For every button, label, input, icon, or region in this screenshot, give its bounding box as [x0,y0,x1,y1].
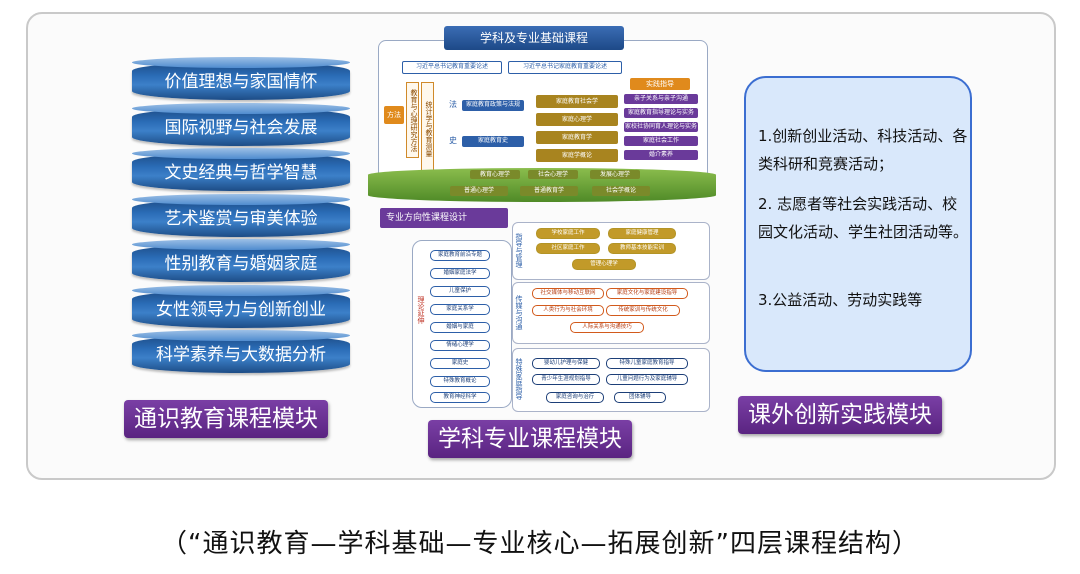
general-education-stack: 价值理想与家国情怀 国际视野与社会发展 文史经典与哲学智慧 艺术鉴赏与审美体验 … [132,57,350,381]
management-item: 学校家庭工作 [536,228,600,239]
core-course: 家庭教育学 [536,131,618,144]
band-upper-course: 教育心理学 [470,170,520,179]
stats-sub: 统计学与教育测量 [421,82,434,176]
media-item: 社交媒体与移动互联网 [532,288,604,299]
special-item: 团体辅导 [614,392,666,403]
theory-item: 婚姻与家庭 [430,322,490,333]
practice-item: 家庭社会工作 [624,136,698,146]
practice-panel: 1.创新创业活动、科技活动、各类科研和竞赛活动； 2. 志愿者等社会实践活动、校… [744,76,972,372]
general-course-item: 科学素养与大数据分析 [132,330,350,373]
band-lower-course: 社会学概论 [592,186,650,196]
media-item: 传统家训与传统文化 [606,305,680,316]
management-item: 家庭健康管理 [608,228,676,239]
band-upper-course: 发展心理学 [590,170,640,179]
theory-item: 情绪心理学 [430,340,490,351]
theory-item: 家庭关系学 [430,304,490,315]
management-item: 教师基本技能实训 [608,243,676,254]
practice-activity: 3.公益活动、劳动实践等 [758,291,923,309]
practice-activity: 1.创新创业活动、科技活动、各类科研和竞赛活动； [758,127,968,173]
practice-title: 实践指导 [630,78,690,90]
law-box: 家庭教育政策与法规 [462,100,524,111]
top-tag: 习近平总书记家庭教育重要论述 [508,61,622,74]
media-item: 人类行为与社会环境 [532,305,604,316]
management-item: 管理心理学 [572,259,636,270]
practice-item: 家庭教育指导理论与实务 [624,108,698,118]
special-item: 婴幼儿护理与保健 [532,358,600,369]
theory-label: 理论延伸 [417,296,425,324]
general-course-item: 艺术鉴赏与审美体验 [132,193,350,237]
theory-item: 儿童保护 [430,286,490,297]
general-course-item: 文史经典与哲学智慧 [132,148,350,191]
theory-item: 特殊教育概论 [430,376,490,387]
theory-item: 家庭史 [430,358,490,369]
history-box: 家庭教育史 [462,136,524,147]
core-course: 家庭心理学 [536,113,618,126]
practice-item: 家校社协同育人理论与实务 [624,122,698,132]
core-course: 家庭学概论 [536,149,618,162]
theory-item: 家庭教育前沿专题 [430,250,490,261]
media-item: 人际关系与沟通技巧 [570,322,644,333]
practice-item: 亲子关系与亲子沟通 [624,94,698,104]
media-label: 传媒与沟通 [515,294,523,330]
general-course-item: 性别教育与婚姻家庭 [132,239,350,282]
practice-item: 婚介素养 [624,150,698,160]
foundation-title: 学科及专业基础课程 [444,26,624,50]
special-item: 家庭咨询与治疗 [546,392,604,403]
management-label: 指导与管理 [515,232,523,268]
figure-caption: （“通识教育—学科基础—专业核心—拓展创新”四层课程结构） [161,529,919,559]
special-item: 儿童问题行为及家庭辅导 [606,374,688,385]
theory-item: 婚姻家庭法学 [430,268,490,279]
special-item: 特殊儿童家庭教育指导 [606,358,688,369]
band-upper-course: 社会心理学 [528,170,578,179]
direction-title: 专业方向性课程设计 [380,208,508,228]
method-sub: 教育与心理研究方法 [406,82,419,158]
top-tag: 习近平总书记教育重要论述 [402,61,502,74]
history-label: 史 [449,136,457,145]
management-item: 社区家庭工作 [536,243,600,254]
special-label: 特殊家庭指导 [515,358,523,400]
band-lower-course: 普通心理学 [450,186,508,196]
core-course: 家庭教育社会学 [536,95,618,108]
practice-module-label: 课外创新实践模块 [738,396,942,434]
special-item: 青少年生涯规划指导 [532,374,600,385]
general-module-label: 通识教育课程模块 [124,400,328,438]
general-course-item: 国际视野与社会发展 [132,102,350,146]
discipline-module-label: 学科专业课程模块 [428,420,632,458]
general-course-item: 价值理想与家国情怀 [132,57,350,100]
general-course-item: 女性领导力与创新创业 [132,284,350,328]
band-lower-course: 普通教育学 [520,186,578,196]
theory-item: 教育神经科学 [430,392,490,403]
media-item: 家庭文化与家庭建设指导 [606,288,688,299]
practice-activity: 2. 志愿者等社会实践活动、校园文化活动、学生社团活动等。 [758,195,969,241]
method-label: 方法 [384,106,404,124]
law-label: 法 [449,100,457,109]
